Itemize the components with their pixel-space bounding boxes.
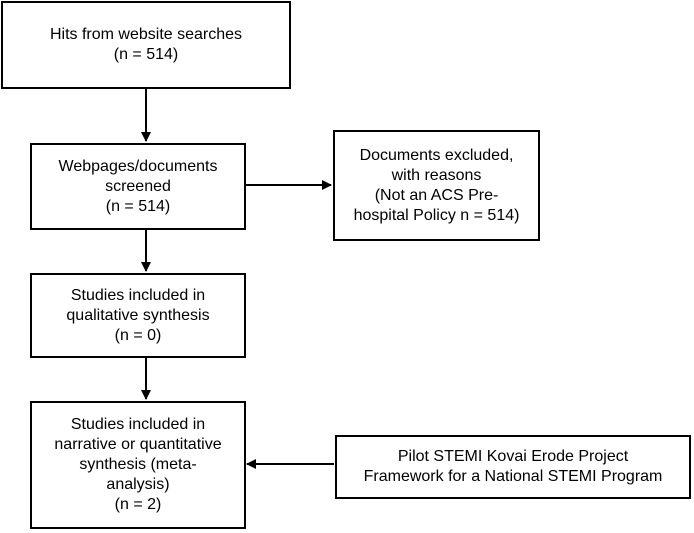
- box-line: narrative or quantitative: [54, 436, 222, 453]
- box-documents-excluded: Documents excluded, with reasons (Not an…: [333, 130, 540, 241]
- box-line: analysis): [106, 476, 170, 493]
- box-line: Studies included in: [70, 416, 206, 433]
- box-line: (Not an ACS Pre-: [374, 186, 499, 204]
- box-line: (n = 514): [105, 197, 171, 215]
- box-line: qualitative synthesis: [66, 306, 210, 324]
- box-pilot-stemi-program: Pilot STEMI Kovai Erode Project Framewor…: [335, 435, 691, 499]
- box-qualitative-synthesis: Studies included in qualitative synthesi…: [30, 273, 246, 358]
- box-line: hospital Policy n = 514): [353, 206, 520, 224]
- box-line: (n = 514): [113, 46, 179, 63]
- box-line: synthesis (meta-: [79, 456, 197, 473]
- box-line: Framework for a National STEMI Program: [363, 468, 663, 485]
- box-line: Pilot STEMI Kovai Erode Project: [397, 448, 629, 465]
- box-line: Hits from website searches: [49, 26, 243, 43]
- box-quantitative-synthesis: Studies included in narrative or quantit…: [30, 401, 246, 529]
- box-line: Studies included in: [70, 286, 206, 304]
- box-line: Documents excluded,: [359, 146, 514, 164]
- box-line: with reasons: [391, 166, 482, 184]
- box-documents-screened: Webpages/documents screened (n = 514): [30, 143, 246, 230]
- box-line: (n = 2): [114, 496, 162, 513]
- box-hits-from-website-searches: Hits from website searches (n = 514): [1, 1, 291, 89]
- box-line: (n = 0): [114, 326, 162, 344]
- box-line: Webpages/documents: [58, 157, 218, 175]
- box-line: screened: [105, 177, 171, 195]
